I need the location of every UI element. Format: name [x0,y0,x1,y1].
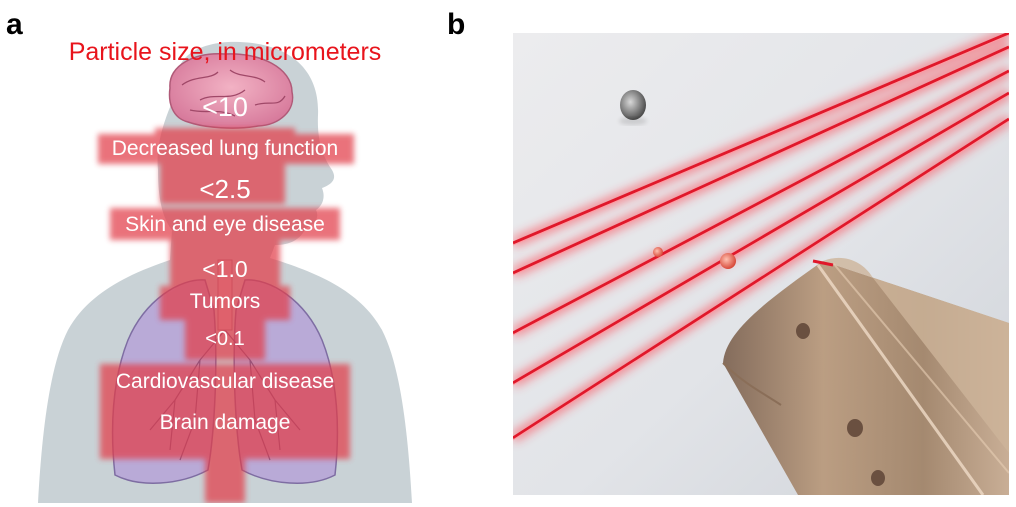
effect-cardiovascular: Cardiovascular disease [115,370,335,393]
effect-tumors: Tumors [189,290,261,313]
size-label-1-0: <1.0 [202,256,248,282]
size-label-0-1: <0.1 [205,328,245,350]
particle-health-diagram: Particle size, in micrometers <10 Decrea… [30,30,420,503]
effect-brain-damage: Brain damage [159,411,291,434]
trapped-particle-large [720,253,736,269]
grey-particle [620,90,646,120]
laser-beam-illustration [510,28,1012,496]
chart-title: Particle size, in micrometers [68,38,382,66]
trapped-particle-small [653,247,663,257]
panel-label-b: b [447,8,466,41]
panel-label-a: a [6,8,23,41]
effect-lung-function: Decreased lung function [111,137,339,160]
size-label-10: <10 [202,92,248,122]
optical-trap-render [510,28,1012,496]
size-label-2-5: <2.5 [199,174,251,204]
brain-icon [168,53,294,129]
body-silhouette-illustration [38,41,412,503]
effect-skin-eye: Skin and eye disease [125,213,325,236]
capillary-tube [722,257,1010,496]
